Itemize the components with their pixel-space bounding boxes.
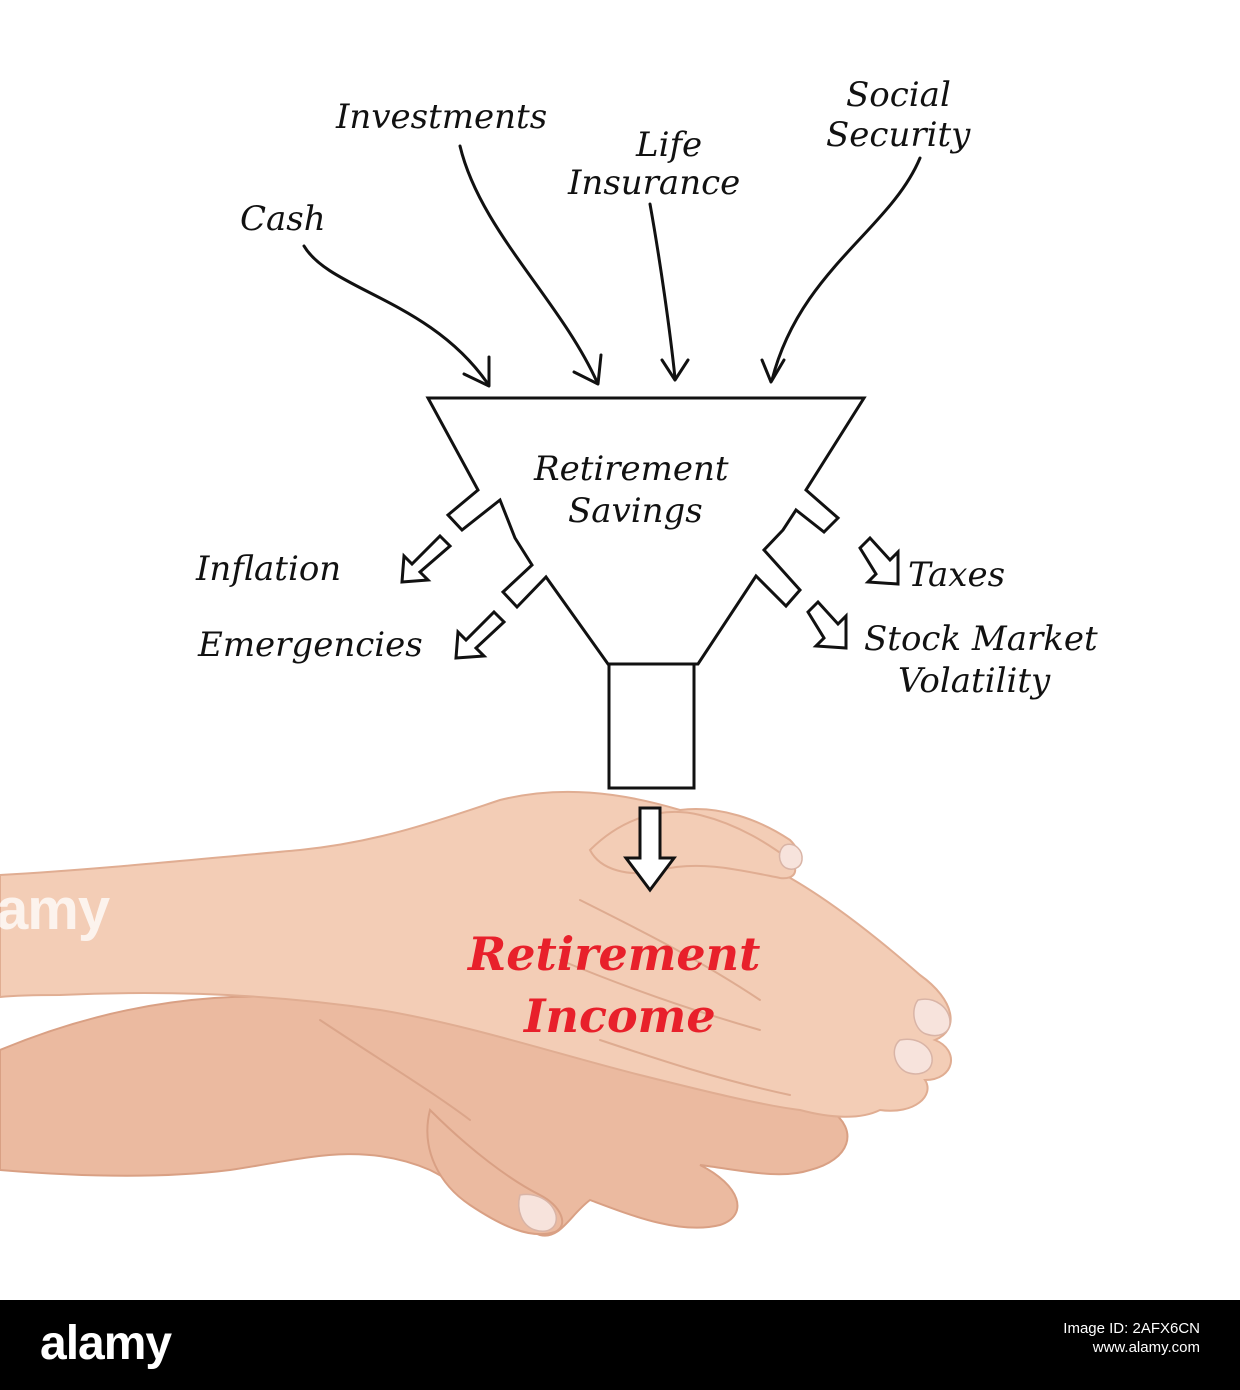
leak-label-stock-market: Stock Market [864, 619, 1098, 659]
palm-crease [599, 1039, 791, 1096]
arrowhead [572, 353, 603, 386]
leak-label-inflation: Inflation [195, 549, 341, 589]
funnel [425, 396, 867, 790]
palm-crease [319, 1019, 471, 1121]
arrow-to-volatility [806, 599, 848, 650]
arrow-to-income [623, 806, 677, 893]
input-label-security: Security [826, 115, 971, 155]
hands-photo [0, 790, 952, 1237]
arrow-from-investments [458, 144, 599, 384]
arrowhead [462, 355, 491, 388]
leak-label-volatility: Volatility [898, 661, 1051, 701]
arrow-to-taxes [858, 535, 900, 586]
arrow-from-social-security [770, 156, 922, 382]
upper-hand [0, 790, 952, 1118]
arrow-from-life-insurance [648, 202, 677, 380]
watermark-brand: alamy [40, 1317, 172, 1370]
watermark-fragment: amy [0, 877, 110, 942]
input-arrows [302, 144, 922, 388]
funnel-spout [607, 662, 696, 790]
funnel-body [425, 396, 867, 666]
input-label-life: Life [635, 125, 702, 165]
watermark-image-id: Image ID: 2AFX6CN www.alamy.com [1063, 1320, 1200, 1358]
input-label-insurance: Insurance [567, 163, 740, 203]
palm-crease [559, 959, 761, 1031]
fingernail [778, 843, 803, 870]
palm-crease [579, 899, 761, 1001]
arrow-from-cash [302, 244, 490, 386]
image-id-text: Image ID: 2AFX6CN [1063, 1320, 1200, 1337]
leak-label-taxes: Taxes [908, 555, 1005, 595]
site-url-text: www.alamy.com [1092, 1338, 1200, 1356]
funnel-label-retirement: Retirement [533, 449, 729, 489]
thumbnail [518, 1193, 557, 1232]
leak-arrows [400, 533, 900, 893]
watermark-footer-bar [0, 1300, 1240, 1390]
diagram-canvas: Cash Investments Life Insurance Social S… [0, 75, 1098, 1237]
arrow-to-emergencies [454, 609, 507, 660]
funnel-label-savings: Savings [568, 491, 703, 531]
input-label-investments: Investments [335, 97, 547, 137]
fingernail [913, 998, 951, 1037]
input-label-cash: Cash [240, 199, 326, 239]
arrowhead [760, 358, 786, 384]
arrow-to-inflation [400, 533, 453, 584]
arrowhead [660, 358, 690, 382]
output-label-income: Income [522, 989, 716, 1043]
fingernail [893, 1038, 933, 1075]
labels: Cash Investments Life Insurance Social S… [195, 75, 1098, 1043]
output-label-retirement: Retirement [466, 927, 760, 981]
leak-label-emergencies: Emergencies [197, 625, 423, 665]
input-label-social: Social [846, 75, 951, 115]
